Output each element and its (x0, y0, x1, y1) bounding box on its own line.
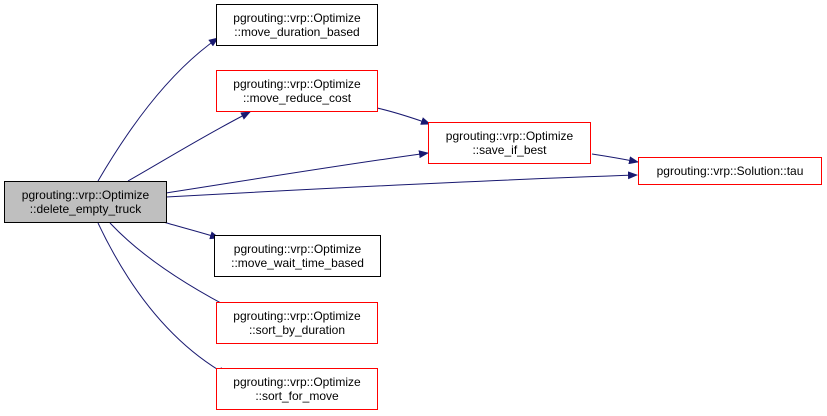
node-label-line2: ::save_if_best (472, 143, 547, 157)
node-label-line1: pgrouting::vrp::Optimize (233, 375, 361, 389)
node-sort-for-move[interactable]: pgrouting::vrp::Optimize ::sort_for_move (216, 368, 378, 410)
edge-root-to-move-reduce-cost (127, 111, 251, 182)
node-label-line1: pgrouting::vrp::Optimize (233, 242, 362, 256)
edge-root-to-move-duration-based (97, 37, 219, 182)
node-label-line1: pgrouting::vrp::Optimize (233, 309, 361, 323)
node-label-line1: pgrouting::vrp::Optimize (445, 129, 574, 143)
node-move-duration-based[interactable]: pgrouting::vrp::Optimize ::move_duration… (216, 4, 378, 46)
node-label-line2: ::sort_by_duration (248, 323, 346, 337)
node-save-if-best[interactable]: pgrouting::vrp::Optimize ::save_if_best (428, 122, 591, 164)
node-sort-by-duration[interactable]: pgrouting::vrp::Optimize ::sort_by_durat… (216, 302, 378, 344)
node-label-line2: ::move_wait_time_based (231, 256, 364, 270)
edge-save-if-best-to-solution-tau (591, 153, 639, 165)
node-label-line1: pgrouting::vrp::Solution::tau (656, 164, 804, 178)
node-label-line1: pgrouting::vrp::Optimize (21, 188, 150, 202)
node-move-wait-time-based[interactable]: pgrouting::vrp::Optimize ::move_wait_tim… (214, 235, 381, 277)
node-label-line1: pgrouting::vrp::Optimize (233, 77, 361, 91)
node-label-line2: ::sort_for_move (255, 389, 339, 403)
node-label-line2: ::move_duration_based (234, 25, 360, 39)
node-label-line2: ::move_reduce_cost (242, 91, 352, 105)
edge-move-reduce-cost-to-save-if-best (376, 107, 431, 125)
edge-root-to-save-if-best (165, 150, 429, 194)
edge-root-to-move-wait-time-based (159, 220, 220, 240)
node-delete-empty-truck: pgrouting::vrp::Optimize ::delete_empty_… (4, 181, 167, 223)
edge-root-to-solution-tau (165, 171, 638, 198)
node-label-line2: ::delete_empty_truck (29, 202, 142, 216)
node-label-line1: pgrouting::vrp::Optimize (233, 11, 361, 25)
edge-root-to-sort-for-move (97, 222, 228, 376)
node-solution-tau[interactable]: pgrouting::vrp::Solution::tau (638, 157, 822, 185)
node-move-reduce-cost[interactable]: pgrouting::vrp::Optimize ::move_reduce_c… (216, 70, 378, 112)
